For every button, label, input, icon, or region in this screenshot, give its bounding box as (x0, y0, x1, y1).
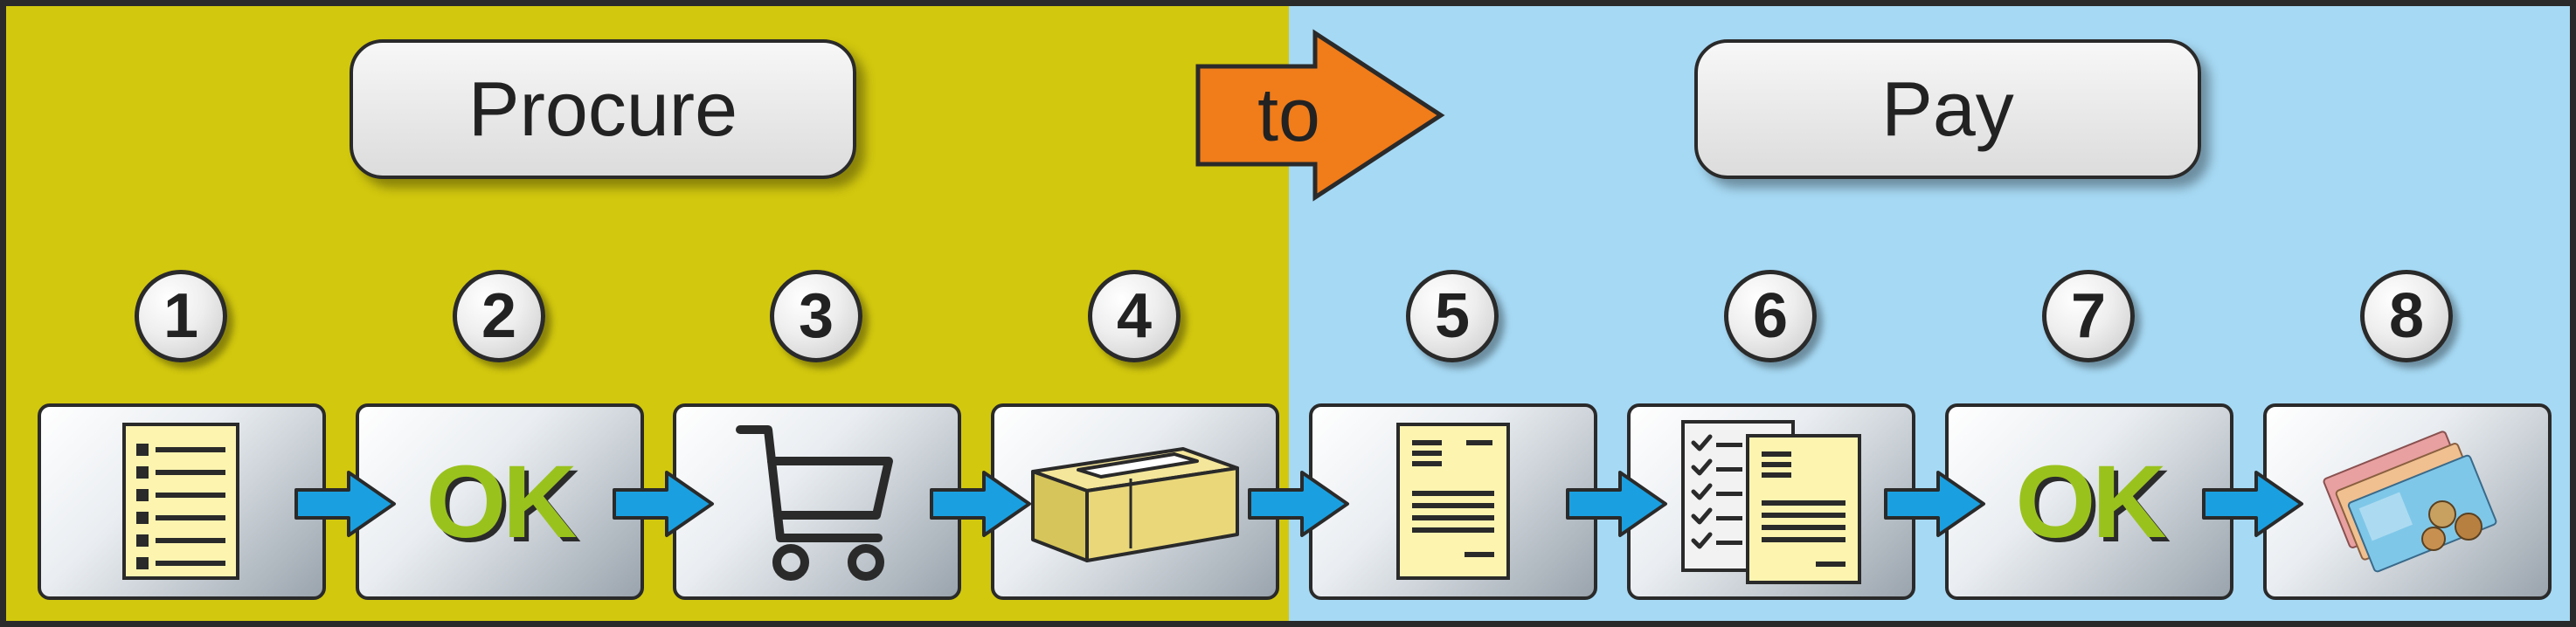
to-label: to (1257, 72, 1320, 157)
step-1-card (38, 403, 326, 600)
step-number-6: 6 (1724, 270, 1817, 362)
list-document-icon (122, 423, 239, 580)
money-banknotes-icon (2323, 430, 2497, 572)
flow-arrow-icon (613, 471, 714, 537)
flow-arrow-icon (1884, 471, 1985, 537)
step-3-card (673, 403, 961, 600)
flow-arrow-icon (2202, 471, 2303, 537)
flow-arrow-icon (1566, 471, 1667, 537)
step-5-card (1309, 403, 1597, 600)
step-7-card: OK (1945, 403, 2233, 600)
step-2-card: OK (356, 403, 644, 600)
pay-label: Pay (1694, 39, 2201, 179)
step-8-card (2263, 403, 2552, 600)
flow-arrow-icon (294, 471, 396, 537)
to-arrow-icon (1195, 29, 1445, 202)
step-6-card (1627, 403, 1915, 600)
step-4-card (991, 403, 1279, 600)
step-number-7: 7 (2042, 270, 2135, 362)
ok-approval-icon: OK (426, 444, 578, 560)
flow-arrow-icon (1248, 471, 1349, 537)
step-number-8: 8 (2360, 270, 2453, 362)
step-number-2: 2 (453, 270, 545, 362)
checklist-documents-icon (1680, 420, 1861, 584)
step-number-4: 4 (1088, 270, 1181, 362)
step-number-3: 3 (770, 270, 862, 362)
ok-approval-icon: OK (2015, 444, 2167, 560)
invoice-document-icon (1395, 423, 1510, 580)
step-number-5: 5 (1406, 270, 1499, 362)
procure-label: Procure (350, 39, 856, 179)
step-number-1: 1 (135, 270, 227, 362)
shopping-cart-icon (736, 424, 893, 581)
flow-arrow-icon (930, 471, 1031, 537)
package-box-icon (1031, 446, 1239, 562)
